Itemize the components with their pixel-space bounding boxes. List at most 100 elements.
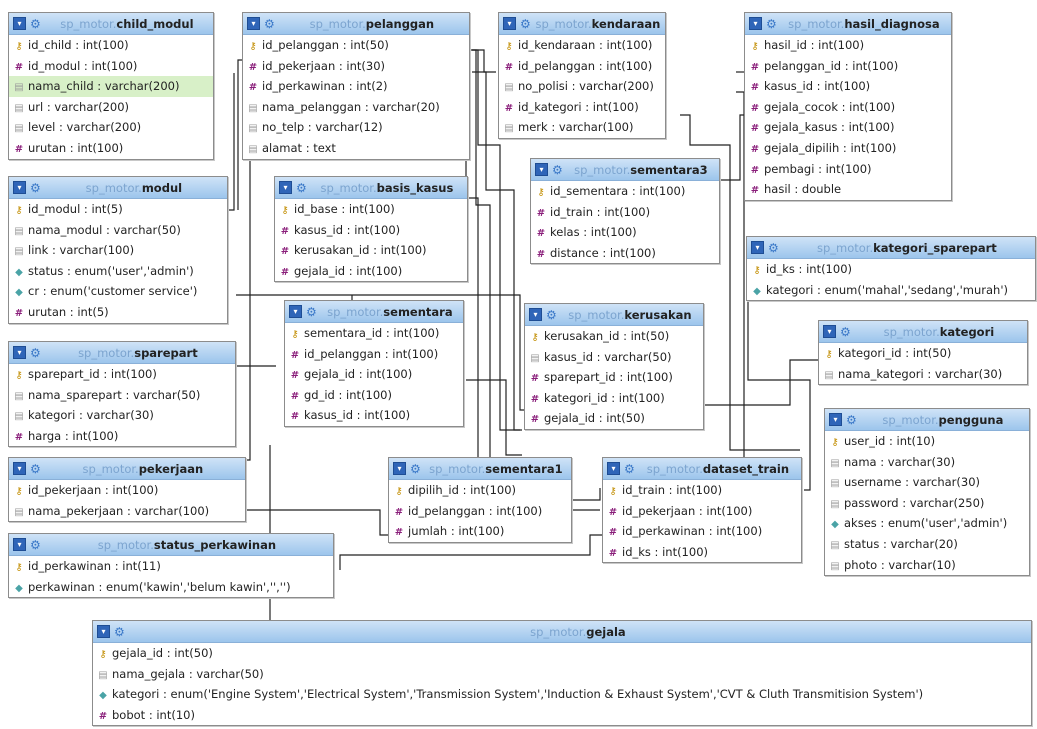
table-header[interactable]: ▾⚙sp_motor.sementara1	[389, 458, 571, 480]
collapse-toggle-icon[interactable]: ▾	[393, 462, 406, 475]
column-row[interactable]: ▤merk : varchar(100)	[499, 117, 665, 138]
table-header[interactable]: ▾⚙sp_motor.pekerjaan	[9, 458, 245, 480]
gear-icon[interactable]: ⚙	[410, 461, 421, 476]
collapse-toggle-icon[interactable]: ▾	[13, 462, 26, 475]
gear-icon[interactable]: ⚙	[766, 16, 777, 31]
column-row[interactable]: ◆akses : enum('user','admin')	[825, 513, 1029, 534]
collapse-toggle-icon[interactable]: ▾	[289, 305, 302, 318]
column-row[interactable]: #kasus_id : int(100)	[275, 220, 467, 241]
column-row[interactable]: #gejala_id : int(100)	[275, 261, 467, 282]
table-header[interactable]: ▾⚙sp_motor.pengguna	[825, 409, 1029, 431]
gear-icon[interactable]: ⚙	[30, 16, 41, 31]
gear-icon[interactable]: ⚙	[846, 412, 857, 427]
column-row[interactable]: ▤nama_modul : varchar(50)	[9, 220, 227, 241]
table-header[interactable]: ▾⚙sp_motor.dataset_train	[603, 458, 801, 480]
collapse-toggle-icon[interactable]: ▾	[751, 241, 764, 254]
column-row[interactable]: #gejala_dipilih : int(100)	[745, 138, 951, 159]
column-row[interactable]: #id_perkawinan : int(100)	[603, 521, 801, 542]
table-header[interactable]: ▾⚙sp_motor.child_modul	[9, 13, 213, 35]
column-row[interactable]: #kategori_id : int(100)	[525, 388, 703, 409]
column-row[interactable]: ▤password : varchar(250)	[825, 493, 1029, 514]
table-header[interactable]: ▾⚙sp_motor.modul	[9, 177, 227, 199]
column-row[interactable]: #bobot : int(10)	[93, 705, 1031, 726]
column-row[interactable]: ⚷id_ks : int(100)	[747, 259, 1035, 280]
column-row[interactable]: #kasus_id : int(100)	[745, 76, 951, 97]
column-row[interactable]: ⚷id_pekerjaan : int(100)	[9, 480, 245, 501]
gear-icon[interactable]: ⚙	[30, 537, 41, 552]
column-row[interactable]: ▤kategori : varchar(30)	[9, 405, 235, 426]
table-kategori-sparepart[interactable]: ▾⚙sp_motor.kategori_sparepart⚷id_ks : in…	[746, 236, 1036, 302]
column-row[interactable]: ▤nama : varchar(30)	[825, 452, 1029, 473]
table-pekerjaan[interactable]: ▾⚙sp_motor.pekerjaan⚷id_pekerjaan : int(…	[8, 457, 246, 523]
gear-icon[interactable]: ⚙	[306, 304, 317, 319]
table-child-modul[interactable]: ▾⚙sp_motor.child_modul⚷id_child : int(10…	[8, 12, 214, 160]
collapse-toggle-icon[interactable]: ▾	[13, 538, 26, 551]
table-header[interactable]: ▾⚙sp_motor.status_perkawinan	[9, 534, 333, 556]
column-row[interactable]: #id_pekerjaan : int(100)	[603, 501, 801, 522]
gear-icon[interactable]: ⚙	[30, 180, 41, 195]
table-header[interactable]: ▾⚙sp_motor.sementara3	[531, 159, 719, 181]
column-row[interactable]: #id_ks : int(100)	[603, 542, 801, 563]
column-row[interactable]: ▤nama_kategori : varchar(30)	[819, 364, 1027, 385]
collapse-toggle-icon[interactable]: ▾	[97, 625, 110, 638]
collapse-toggle-icon[interactable]: ▾	[503, 17, 516, 30]
column-row[interactable]: #harga : int(100)	[9, 426, 235, 447]
table-header[interactable]: ▾⚙sp_motor.pelanggan	[243, 13, 469, 35]
column-row[interactable]: #id_pekerjaan : int(30)	[243, 56, 469, 77]
table-pengguna[interactable]: ▾⚙sp_motor.pengguna⚷user_id : int(10)▤na…	[824, 408, 1030, 577]
column-row[interactable]: #gejala_kasus : int(100)	[745, 117, 951, 138]
column-row[interactable]: #id_modul : int(100)	[9, 56, 213, 77]
gear-icon[interactable]: ⚙	[520, 16, 531, 31]
column-row[interactable]: ▤username : varchar(30)	[825, 472, 1029, 493]
gear-icon[interactable]: ⚙	[30, 345, 41, 360]
gear-icon[interactable]: ⚙	[840, 324, 851, 339]
table-gejala[interactable]: ▾⚙sp_motor.gejala⚷gejala_id : int(50)▤na…	[92, 620, 1032, 727]
column-row[interactable]: ▤kasus_id : varchar(50)	[525, 347, 703, 368]
column-row[interactable]: ⚷kategori_id : int(50)	[819, 343, 1027, 364]
column-row[interactable]: #distance : int(100)	[531, 243, 719, 264]
column-row[interactable]: #pembagi : int(100)	[745, 159, 951, 180]
table-hasil-diagnosa[interactable]: ▾⚙sp_motor.hasil_diagnosa⚷hasil_id : int…	[744, 12, 952, 201]
table-sementara[interactable]: ▾⚙sp_motor.sementara⚷sementara_id : int(…	[284, 300, 464, 427]
column-row[interactable]: #hasil : double	[745, 179, 951, 200]
column-row[interactable]: ▤status : varchar(20)	[825, 534, 1029, 555]
table-sementara3[interactable]: ▾⚙sp_motor.sementara3⚷id_sementara : int…	[530, 158, 720, 265]
column-row[interactable]: #kelas : int(100)	[531, 222, 719, 243]
table-header[interactable]: ▾⚙sp_motor.kategori	[819, 321, 1027, 343]
table-header[interactable]: ▾⚙sp_motor.sparepart	[9, 342, 235, 364]
column-row[interactable]: ◆kategori : enum('mahal','sedang','murah…	[747, 280, 1035, 301]
collapse-toggle-icon[interactable]: ▾	[247, 17, 260, 30]
column-row[interactable]: ⚷sparepart_id : int(100)	[9, 364, 235, 385]
collapse-toggle-icon[interactable]: ▾	[13, 17, 26, 30]
table-header[interactable]: ▾⚙sp_motor.sementara	[285, 301, 463, 323]
gear-icon[interactable]: ⚙	[768, 240, 779, 255]
column-row[interactable]: #urutan : int(5)	[9, 302, 227, 323]
collapse-toggle-icon[interactable]: ▾	[13, 346, 26, 359]
column-row[interactable]: #id_pelanggan : int(100)	[285, 344, 463, 365]
column-row[interactable]: #pelanggan_id : int(100)	[745, 56, 951, 77]
gear-icon[interactable]: ⚙	[264, 16, 275, 31]
column-row[interactable]: ⚷id_child : int(100)	[9, 35, 213, 56]
column-row[interactable]: ◆cr : enum('customer service')	[9, 281, 227, 302]
column-row[interactable]: ◆perkawinan : enum('kawin','belum kawin'…	[9, 577, 333, 598]
column-row[interactable]: ▤url : varchar(200)	[9, 97, 213, 118]
table-kategori[interactable]: ▾⚙sp_motor.kategori⚷kategori_id : int(50…	[818, 320, 1028, 386]
column-row[interactable]: ⚷dipilih_id : int(100)	[389, 480, 571, 501]
column-row[interactable]: ▤nama_sparepart : varchar(50)	[9, 385, 235, 406]
column-row[interactable]: ▤level : varchar(200)	[9, 117, 213, 138]
column-row[interactable]: ⚷id_pelanggan : int(50)	[243, 35, 469, 56]
gear-icon[interactable]: ⚙	[624, 461, 635, 476]
column-row[interactable]: ◆status : enum('user','admin')	[9, 261, 227, 282]
column-row[interactable]: ⚷id_base : int(100)	[275, 199, 467, 220]
column-row[interactable]: ▤photo : varchar(10)	[825, 555, 1029, 576]
column-row[interactable]: ▤link : varchar(100)	[9, 240, 227, 261]
column-row[interactable]: #kasus_id : int(100)	[285, 405, 463, 426]
table-sementara1[interactable]: ▾⚙sp_motor.sementara1⚷dipilih_id : int(1…	[388, 457, 572, 543]
table-dataset-train[interactable]: ▾⚙sp_motor.dataset_train⚷id_train : int(…	[602, 457, 802, 564]
table-header[interactable]: ▾⚙sp_motor.kerusakan	[525, 304, 703, 326]
collapse-toggle-icon[interactable]: ▾	[13, 181, 26, 194]
gear-icon[interactable]: ⚙	[30, 461, 41, 476]
collapse-toggle-icon[interactable]: ▾	[535, 163, 548, 176]
collapse-toggle-icon[interactable]: ▾	[749, 17, 762, 30]
table-modul[interactable]: ▾⚙sp_motor.modul⚷id_modul : int(5)▤nama_…	[8, 176, 228, 324]
